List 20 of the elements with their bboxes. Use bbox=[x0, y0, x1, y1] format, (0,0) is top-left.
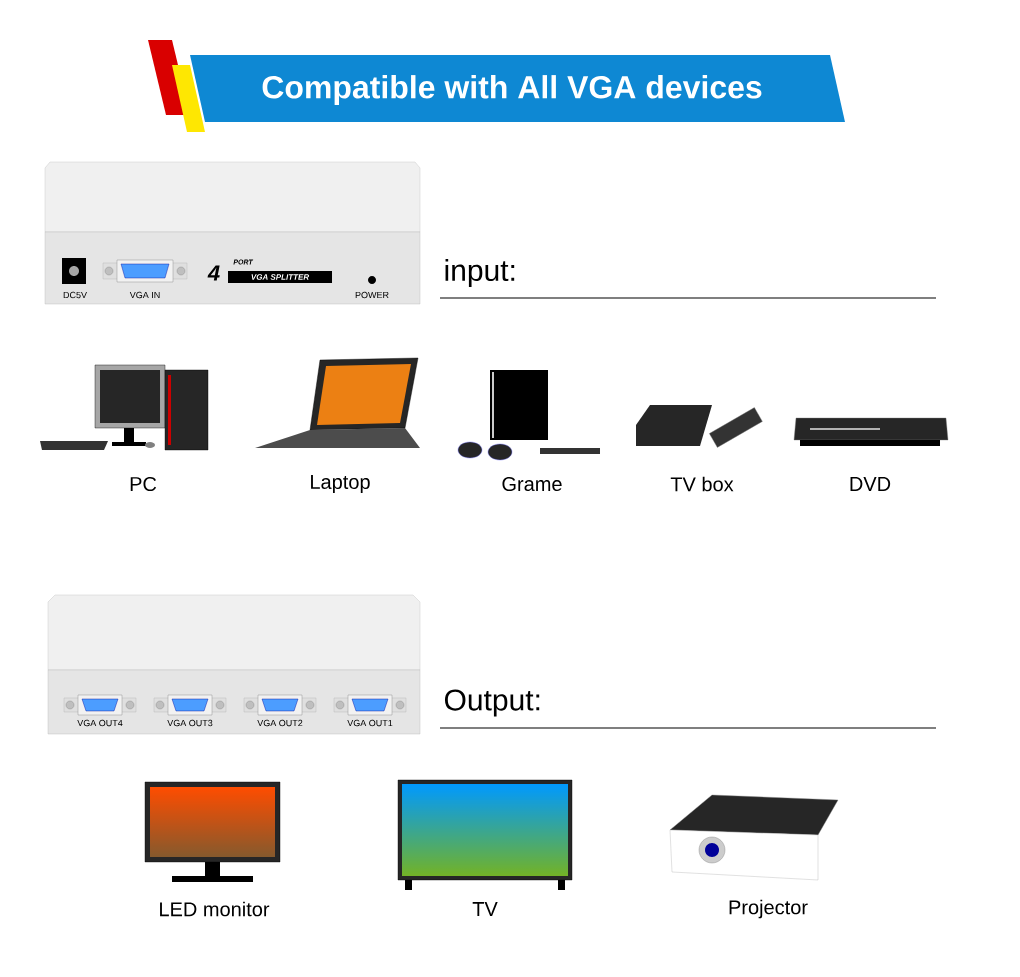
port-label: VGA OUT2 bbox=[257, 719, 303, 727]
section-heading: input: bbox=[445, 259, 515, 287]
port-label: VGA IN bbox=[129, 291, 160, 299]
port-label: VGA OUT4 bbox=[77, 719, 123, 727]
device-caption: Grame bbox=[502, 476, 562, 492]
port-label: DC5V bbox=[63, 291, 87, 299]
device-caption: TV box bbox=[670, 476, 734, 492]
title: Compatible with All VGA devices bbox=[262, 75, 762, 105]
section-heading: Output: bbox=[444, 689, 540, 717]
model-number: 4 bbox=[207, 265, 220, 281]
port-label: POWER bbox=[355, 291, 389, 299]
device-caption: LED monitor bbox=[160, 901, 270, 917]
port-label: VGA OUT1 bbox=[347, 719, 393, 727]
port-label: VGA OUT3 bbox=[167, 719, 213, 727]
device-caption: TV bbox=[472, 902, 498, 916]
model-label: VGA SPLITTER bbox=[251, 274, 310, 280]
device-caption: DVD bbox=[850, 477, 891, 491]
device-caption: Laptop bbox=[311, 475, 370, 493]
device-caption: Projector bbox=[729, 899, 808, 919]
device-caption: PC bbox=[130, 476, 157, 492]
